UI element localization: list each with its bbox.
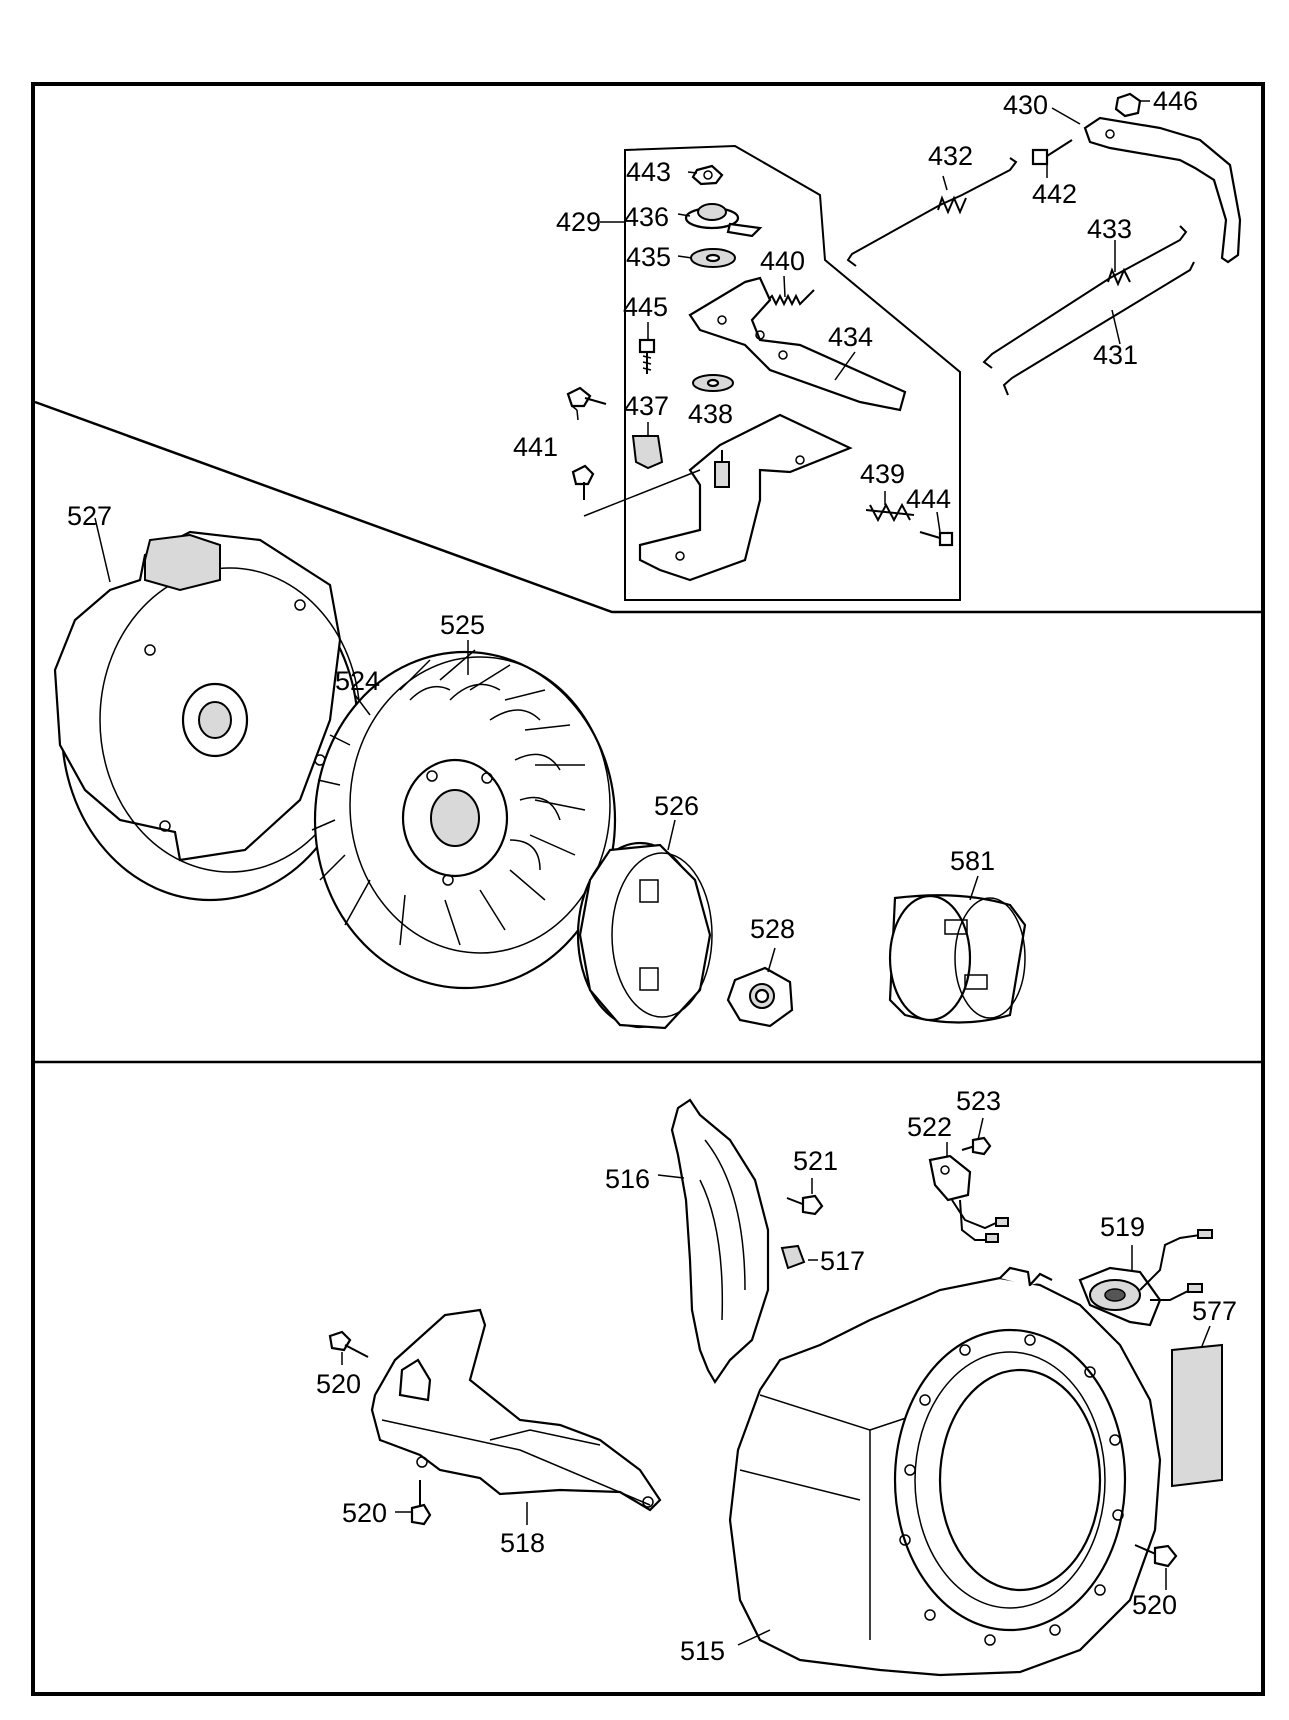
label-434: 434 — [828, 322, 873, 352]
cooling-fan-525-icon — [311, 649, 617, 990]
label-523: 523 — [956, 1086, 1001, 1116]
label-440: 440 — [760, 246, 805, 276]
label-577: 577 — [1192, 1296, 1237, 1326]
label-441: 441 — [513, 432, 558, 462]
label-432: 432 — [928, 141, 973, 171]
label-436: 436 — [624, 202, 669, 232]
label-526: 526 — [654, 791, 699, 821]
bolt-442-icon — [1031, 139, 1073, 166]
plate-436-icon — [684, 203, 763, 238]
clip-437-icon — [631, 435, 664, 470]
screw-523-icon — [961, 1136, 992, 1156]
label-520-lower-left: 520 — [342, 1498, 387, 1528]
label-521: 521 — [793, 1146, 838, 1176]
governor-arm-434-icon — [688, 276, 907, 412]
starter-cup-526-icon — [576, 841, 713, 1030]
bolt-441-icon — [566, 386, 701, 517]
label-519: 519 — [1100, 1212, 1145, 1242]
blower-housing-515-icon — [728, 1266, 1162, 1677]
spring-rod-433-icon — [982, 225, 1188, 369]
nut-443-icon — [691, 164, 724, 186]
label-446: 446 — [1153, 86, 1198, 116]
label-442: 442 — [1032, 179, 1077, 209]
label-430: 430 — [1003, 90, 1048, 120]
label-429: 429 — [556, 207, 601, 237]
label-524: 524 — [335, 666, 380, 696]
bolt-520-a-icon — [328, 1330, 369, 1358]
section-divider-top — [34, 400, 1261, 614]
bolt-445-icon — [638, 338, 656, 374]
air-guide-518-icon — [370, 1308, 662, 1512]
label-516: 516 — [605, 1164, 650, 1194]
clip-517-icon — [780, 1244, 806, 1270]
label-445: 445 — [623, 292, 668, 322]
label-443: 443 — [626, 157, 671, 187]
rod-431-icon — [1002, 261, 1195, 396]
label-431: 431 — [1093, 340, 1138, 370]
bolt-520-c-icon — [1134, 1544, 1178, 1568]
diagram-frame — [31, 82, 1265, 1696]
label-528: 528 — [750, 914, 795, 944]
label-435: 435 — [626, 242, 671, 272]
label-525: 525 — [440, 610, 485, 640]
label-527: 527 — [67, 501, 112, 531]
label-515: 515 — [680, 1636, 725, 1666]
flywheel-cover-527-icon — [53, 530, 361, 902]
spring-439-icon — [865, 502, 915, 523]
bolt-520-b-icon — [410, 1480, 432, 1526]
label-433: 433 — [1087, 214, 1132, 244]
label-520-left: 520 — [316, 1369, 361, 1399]
label-520-right: 520 — [1132, 1590, 1177, 1620]
label-444: 444 — [906, 484, 951, 514]
spring-440-icon — [764, 289, 815, 307]
stop-switch-522-icon — [928, 1154, 1009, 1243]
baffle-516-icon — [670, 1098, 770, 1385]
label-439: 439 — [860, 459, 905, 489]
rotating-screen-581-icon — [888, 894, 1027, 1024]
nut-446-icon — [1114, 92, 1142, 118]
label-577-icon — [1171, 1343, 1223, 1488]
label-522: 522 — [907, 1112, 952, 1142]
flywheel-nut-528-icon — [726, 966, 794, 1028]
label-518: 518 — [500, 1528, 545, 1558]
ignition-coil-519-icon — [1078, 1229, 1213, 1327]
bolt-521-icon — [786, 1194, 824, 1216]
part-number-labels: 430 446 432 442 443 429 436 435 440 433 … — [67, 86, 1237, 1666]
bolt-444-icon — [919, 531, 954, 547]
label-581: 581 — [950, 846, 995, 876]
label-517: 517 — [820, 1246, 865, 1276]
label-438: 438 — [688, 399, 733, 429]
label-437: 437 — [624, 391, 669, 421]
control-lever-430-icon — [1083, 116, 1242, 264]
spring-rod-432-icon — [846, 157, 1018, 267]
governor-assembly-group — [566, 92, 1242, 601]
governor-bracket-icon — [638, 413, 853, 582]
